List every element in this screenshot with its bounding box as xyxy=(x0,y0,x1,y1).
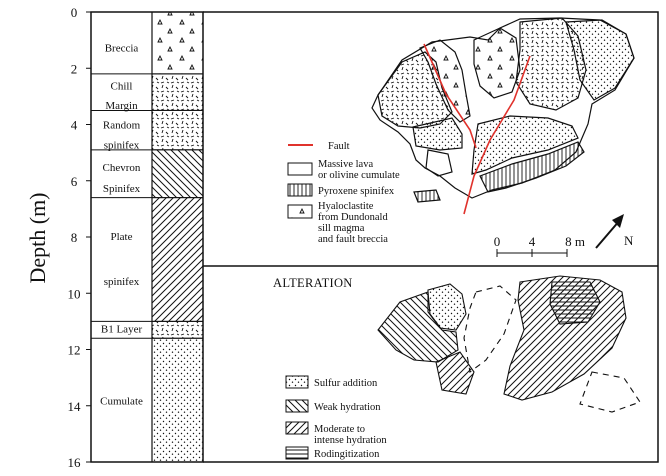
column-label-random-spinifex-0: Random xyxy=(103,120,141,132)
column-label-b1-layer-0: B1 Layer xyxy=(101,324,143,336)
north-label: N xyxy=(624,233,634,248)
alteration-title: ALTERATION xyxy=(273,276,353,290)
column-pattern-plate-spinifex xyxy=(151,197,204,322)
figure-frame xyxy=(203,11,659,463)
depth-tick-4: 4 xyxy=(71,118,78,133)
alteration-label-moderate-hydration-1: intense hydration xyxy=(314,435,387,446)
map-unit-cumulate-right xyxy=(565,19,635,101)
depth-tick-2: 2 xyxy=(71,61,78,76)
alt-dashed-outline xyxy=(463,285,641,413)
column-label-plate-spinifex-1: spinifex xyxy=(104,276,140,288)
fault-line-2 xyxy=(463,55,531,215)
column-label-chill-margin-0: Chill xyxy=(110,80,132,92)
column-pattern-b1-layer xyxy=(151,320,204,339)
pyroxene-legend-swatch xyxy=(287,183,313,197)
column-label-chevron-spinifex-1: Spinifex xyxy=(103,183,141,195)
depth-tick-8: 8 xyxy=(71,230,78,245)
column-label-random-spinifex-1: spinifex xyxy=(104,139,140,151)
alteration-map xyxy=(377,275,641,413)
alteration-swatch-moderate-hydration xyxy=(285,421,309,435)
alteration-swatch-sulfur-addition xyxy=(285,375,309,389)
map-legend: Fault Massive lava or olivine cumulate P… xyxy=(287,141,400,245)
map-unit-cumulate-center xyxy=(471,115,579,175)
massive-legend-swatch xyxy=(287,162,313,176)
map-unit-breccia-right xyxy=(473,27,521,99)
depth-tick-0: 0 xyxy=(71,5,78,20)
column-label-plate-spinifex-0: Plate xyxy=(111,231,133,243)
scale-bar xyxy=(496,249,568,257)
scale-label-0: 0 xyxy=(494,234,501,249)
column-pattern-chevron-spinifex xyxy=(151,149,204,199)
column-label-chill-margin-1: Margin xyxy=(105,100,138,112)
column-label-breccia-0: Breccia xyxy=(105,42,139,54)
depth-axis-label: Depth (m) xyxy=(25,192,50,283)
column-pattern-breccia xyxy=(151,11,204,75)
depth-tick-6: 6 xyxy=(71,174,78,189)
map-unit-pyroxene xyxy=(479,141,585,193)
column-label-cumulate-0: Cumulate xyxy=(100,395,143,407)
alteration-label-rodingitization-0: Rodingitization xyxy=(314,449,380,460)
alteration-label-weak-hydration-0: Weak hydration xyxy=(314,402,381,413)
alt-weak-area xyxy=(377,291,459,363)
scale-label-8: 8 m xyxy=(565,234,585,249)
geologic-map xyxy=(371,17,635,203)
column-frame xyxy=(90,11,204,463)
map-small-outline xyxy=(425,149,453,177)
column-pattern-cumulate xyxy=(151,337,204,463)
depth-tick-10: 10 xyxy=(68,286,81,301)
map-unit-cumulate-left xyxy=(412,117,463,151)
column-pattern-chill-margin xyxy=(151,73,204,111)
depth-tick-14: 14 xyxy=(68,399,82,414)
alteration-swatch-rodingitization xyxy=(285,446,309,460)
column-label-chevron-spinifex-0: Chevron xyxy=(103,162,141,174)
fault-line-1 xyxy=(423,43,477,149)
alteration-label-moderate-hydration-0: Moderate to xyxy=(314,424,365,435)
depth-tick-12: 12 xyxy=(68,343,81,358)
hyaloclastite-legend-swatch xyxy=(287,204,313,219)
scale-label-4: 4 xyxy=(529,234,536,249)
map-small-block xyxy=(413,189,441,203)
alteration-swatch-weak-hydration xyxy=(285,399,309,413)
hyaloclastite-legend-label-2: from Dundonald xyxy=(318,212,388,223)
massive-legend-label-2: or olivine cumulate xyxy=(318,170,400,181)
fault-legend-label: Fault xyxy=(328,141,350,152)
alt-rodingite-area xyxy=(549,281,601,325)
massive-legend-label-1: Massive lava xyxy=(318,159,373,170)
hyaloclastite-legend-label-4: and fault breccia xyxy=(318,234,388,245)
hyaloclastite-legend-label-1: Hyaloclastite xyxy=(318,201,374,212)
north-arrow xyxy=(595,214,624,249)
faults xyxy=(423,43,531,215)
pyroxene-legend-label: Pyroxene spinifex xyxy=(318,186,395,197)
alteration-label-sulfur-addition-0: Sulfur addition xyxy=(314,378,378,389)
alt-moderate-area-2 xyxy=(435,351,475,395)
depth-tick-16: 16 xyxy=(68,455,82,470)
map-unit-breccia-center xyxy=(419,39,471,123)
hyaloclastite-legend-label-3: sill magma xyxy=(318,223,365,234)
column-pattern-random-spinifex xyxy=(151,109,204,151)
